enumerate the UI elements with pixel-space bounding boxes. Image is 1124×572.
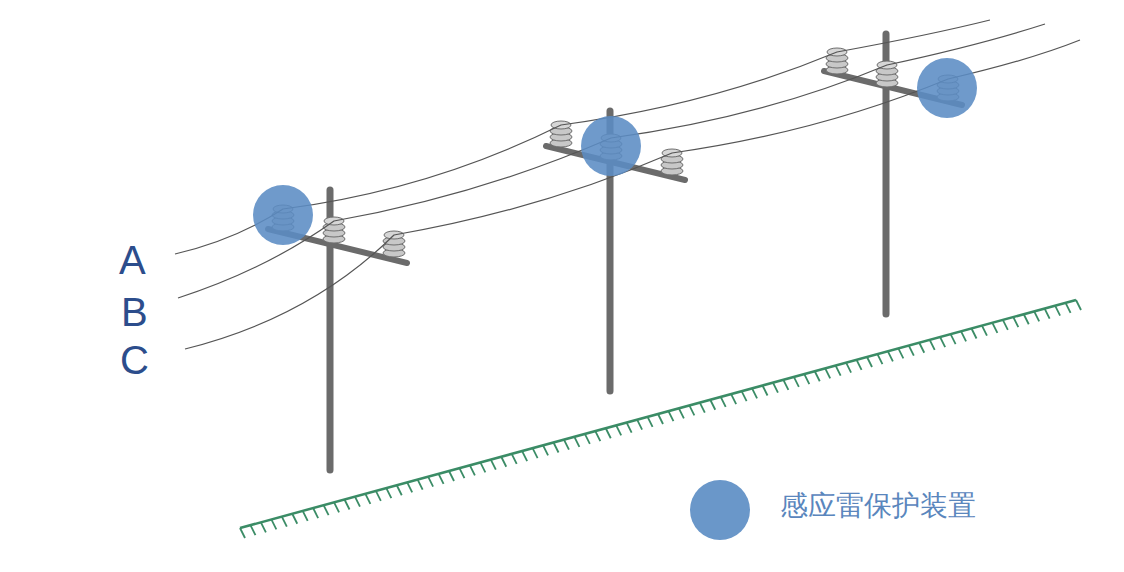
hatch-tick <box>992 323 997 333</box>
hatch-tick <box>846 363 851 373</box>
hatch-tick <box>261 522 266 532</box>
legend-text: 感应雷保护装置 <box>780 492 976 520</box>
hatch-tick <box>345 500 350 510</box>
hatch-tick <box>637 420 642 430</box>
hatch-tick <box>459 468 464 478</box>
hatch-tick <box>940 337 945 347</box>
hatch-tick <box>543 445 548 455</box>
hatch-tick <box>292 514 297 524</box>
hatch-tick <box>972 329 977 339</box>
hatch-tick <box>324 505 329 515</box>
hatch-tick <box>804 374 809 384</box>
hatch-tick <box>783 380 788 390</box>
hatch-tick <box>616 425 621 435</box>
hatch-tick <box>731 394 736 404</box>
hatch-tick <box>1076 300 1081 310</box>
hatch-tick <box>501 457 506 467</box>
hatch-tick <box>365 494 370 504</box>
ground-hatch <box>240 300 1081 538</box>
hatch-tick <box>961 331 966 341</box>
hatch-tick <box>815 371 820 381</box>
hatch-tick <box>303 511 308 521</box>
hatch-tick <box>909 346 914 356</box>
hatch-tick <box>867 357 872 367</box>
hatch-tick <box>313 508 318 518</box>
hatch-tick <box>773 383 778 393</box>
hatch-tick <box>449 471 454 481</box>
hatch-tick <box>386 488 391 498</box>
phase-wires <box>175 20 1080 349</box>
hatch-tick <box>1055 306 1060 316</box>
hatch-tick <box>898 348 903 358</box>
hatch-tick <box>1066 303 1071 313</box>
hatch-tick <box>250 525 255 535</box>
hatch-tick <box>533 448 538 458</box>
hatch-tick <box>491 460 496 470</box>
phase-label: C <box>120 340 149 380</box>
hatch-tick <box>658 414 663 424</box>
hatch-tick <box>689 405 694 415</box>
phase-label: A <box>119 240 146 280</box>
hatch-tick <box>574 437 579 447</box>
hatch-tick <box>418 480 423 490</box>
hatch-tick <box>700 403 705 413</box>
hatch-tick <box>240 528 245 538</box>
hatch-tick <box>564 440 569 450</box>
hatch-tick <box>1024 314 1029 324</box>
hatch-tick <box>1013 317 1018 327</box>
hatch-tick <box>982 326 987 336</box>
hatch-tick <box>334 502 339 512</box>
hatch-tick <box>794 377 799 387</box>
hatch-tick <box>439 474 444 484</box>
hatch-tick <box>585 434 590 444</box>
utility-poles <box>268 34 962 470</box>
hatch-tick <box>742 391 747 401</box>
hatch-tick <box>271 519 276 529</box>
hatch-tick <box>888 351 893 361</box>
hatch-tick <box>407 482 412 492</box>
hatch-tick <box>930 340 935 350</box>
phase-label: B <box>121 292 148 332</box>
hatch-tick <box>627 423 632 433</box>
insulators <box>272 48 959 257</box>
hatch-tick <box>1034 311 1039 321</box>
hatch-tick <box>668 411 673 421</box>
hatch-tick <box>376 491 381 501</box>
hatch-tick <box>554 443 559 453</box>
hatch-tick <box>397 485 402 495</box>
hatch-tick <box>282 517 287 527</box>
hatch-tick <box>877 354 882 364</box>
hatch-tick <box>355 497 360 507</box>
hatch-tick <box>919 343 924 353</box>
hatch-tick <box>721 397 726 407</box>
hatch-tick <box>825 368 830 378</box>
hatch-tick <box>470 465 475 475</box>
hatch-tick <box>836 366 841 376</box>
hatch-tick <box>512 454 517 464</box>
hatch-tick <box>606 428 611 438</box>
hatch-tick <box>595 431 600 441</box>
hatch-tick <box>1003 320 1008 330</box>
hatch-tick <box>710 400 715 410</box>
legend-swatch <box>690 480 750 540</box>
hatch-tick <box>951 334 956 344</box>
protection-device-marker <box>253 58 977 245</box>
hatch-tick <box>522 451 527 461</box>
hatch-tick <box>480 462 485 472</box>
hatch-tick <box>428 477 433 487</box>
hatch-tick <box>679 408 684 418</box>
hatch-tick <box>752 388 757 398</box>
hatch-tick <box>857 360 862 370</box>
hatch-tick <box>1045 309 1050 319</box>
hatch-tick <box>648 417 653 427</box>
hatch-tick <box>763 386 768 396</box>
